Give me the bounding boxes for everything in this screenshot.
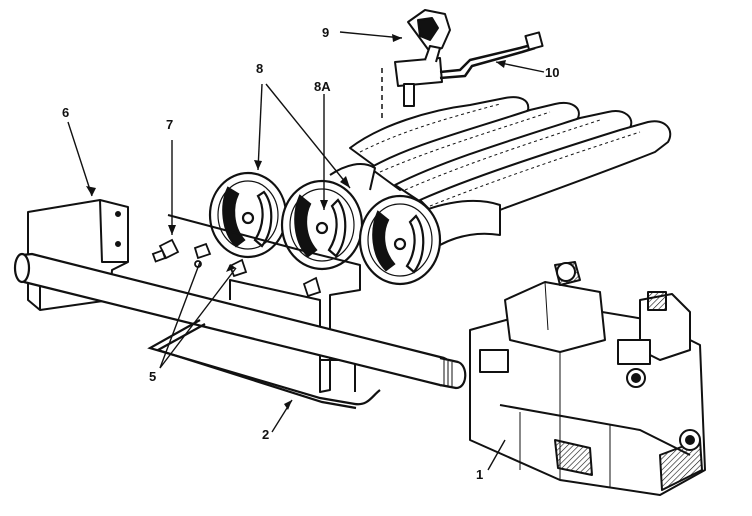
orifice-1 — [151, 238, 180, 263]
orifice-4 — [302, 276, 322, 298]
callout-10: 10 — [545, 65, 560, 80]
orifices — [151, 238, 322, 298]
burner-face-right — [358, 194, 442, 286]
burner-face-left — [208, 171, 288, 259]
callout-9: 9 — [322, 25, 330, 40]
callout-8a: 8A — [314, 79, 331, 94]
callout-5: 5 — [149, 369, 157, 384]
callout-2: 2 — [262, 427, 270, 442]
pilot-assembly — [381, 9, 544, 118]
callout-6: 6 — [62, 105, 70, 120]
orifice-2 — [193, 242, 212, 268]
leader-arrowheads — [86, 34, 506, 410]
callout-8: 8 — [256, 61, 264, 76]
burner-faces — [208, 171, 442, 286]
pilot-tube — [147, 319, 381, 410]
callout-1: 1 — [476, 467, 484, 482]
leader-lines — [67, 31, 545, 471]
burner-face-middle — [280, 179, 364, 271]
callout-7: 7 — [166, 117, 174, 132]
gas-valve — [469, 261, 706, 496]
manifold-pipe — [13, 252, 467, 390]
